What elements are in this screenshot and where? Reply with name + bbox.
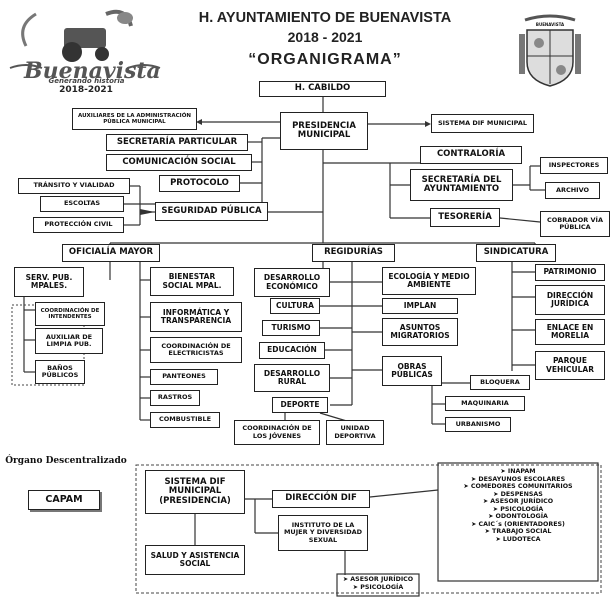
ecologia-box[interactable]: ECOLOGÍA Y MEDIO AMBIENTE bbox=[382, 267, 476, 295]
list-item: ➤ PSICOLOGÍA bbox=[492, 505, 544, 513]
electricistas-box[interactable]: COORDINACIÓN DE ELECTRICISTAS bbox=[150, 337, 242, 363]
dif-municipal-box[interactable]: SISTEMA DIF MUNICIPAL bbox=[431, 114, 534, 133]
list-item: ➤ LUDOTECA bbox=[495, 535, 541, 543]
page-years: 2018 - 2021 bbox=[287, 29, 363, 45]
parque-vehicular-box[interactable]: PARQUE VEHICULAR bbox=[535, 351, 605, 380]
turismo-box[interactable]: TURISMO bbox=[262, 320, 320, 336]
municipal-seal: BUENAVISTA bbox=[515, 12, 585, 97]
bienestar-box[interactable]: BIENESTAR SOCIAL MPAL. bbox=[150, 267, 234, 296]
transito-box[interactable]: TRÁNSITO Y VIALIDAD bbox=[18, 178, 130, 194]
page-title: H. AYUNTAMIENTO DE BUENAVISTA bbox=[198, 10, 452, 26]
cobrador-box[interactable]: COBRADOR VÍA PÚBLICA bbox=[540, 211, 610, 237]
desarrollo-rural-box[interactable]: DESARROLLO RURAL bbox=[254, 364, 330, 392]
list-item: ➤ DESPENSAS bbox=[493, 490, 543, 498]
direccion-dif-box[interactable]: DIRECCIÓN DIF bbox=[272, 490, 370, 508]
dif-services-list: ➤ INAPAM ➤ DESAYUNOS ESCOLARES ➤ COMEDOR… bbox=[442, 468, 594, 543]
salud-box[interactable]: SALUD Y ASISTENCIA SOCIAL bbox=[145, 545, 245, 575]
list-item: ➤ ASESOR JURÍDICO bbox=[342, 576, 414, 583]
logo-years: 2018-2021 bbox=[59, 85, 113, 95]
list-item: ➤ TRABAJO SOCIAL bbox=[484, 528, 552, 536]
list-item: ➤ ODONTOLOGÍA bbox=[488, 513, 548, 521]
buenavista-logo: Buenavista Generando historia 2018-2021 bbox=[6, 6, 164, 96]
organo-label: Órgano Descentralizado bbox=[5, 456, 127, 466]
tesoreria-box[interactable]: TESORERÍA bbox=[430, 208, 500, 227]
logo-slogan: Generando historia bbox=[48, 77, 125, 85]
logo-brand: Buenavista bbox=[24, 58, 161, 84]
deporte-box[interactable]: DEPORTE bbox=[272, 397, 328, 413]
panteones-box[interactable]: PANTEONES bbox=[150, 369, 218, 385]
coord-jovenes-box[interactable]: COORDINACIÓN DE LOS JÓVENES bbox=[234, 420, 320, 445]
informatica-box[interactable]: INFORMÁTICA Y TRANSPARENCIA bbox=[150, 302, 242, 332]
seal-text: BUENAVISTA bbox=[535, 22, 565, 27]
regidurias-box[interactable]: REGIDURÍAS bbox=[312, 244, 395, 262]
mujer-services-list: ➤ ASESOR JURÍDICO ➤ PSICOLOGÍA bbox=[340, 576, 416, 591]
proteccion-civil-box[interactable]: PROTECCIÓN CIVIL bbox=[33, 217, 124, 233]
patrimonio-box[interactable]: PATRIMONIO bbox=[535, 264, 605, 281]
direccion-juridica-box[interactable]: DIRECCIÓN JURÍDICA bbox=[535, 285, 605, 315]
contraloria-box[interactable]: CONTRALORÍA bbox=[420, 146, 522, 164]
shield-icon bbox=[519, 14, 581, 87]
maquinaria-box[interactable]: MAQUINARIA bbox=[445, 396, 525, 411]
list-item: ➤ ASESOR JURÍDICO bbox=[482, 498, 554, 506]
cultura-box[interactable]: CULTURA bbox=[270, 298, 320, 314]
enlace-morelia-box[interactable]: ENLACE EN MORELIA bbox=[535, 319, 605, 345]
instituto-mujer-box[interactable]: INSTITUTO DE LA MUJER Y DIVERSIDAD SEXUA… bbox=[278, 515, 368, 551]
presidencia-box[interactable]: PRESIDENCIA MUNICIPAL bbox=[280, 112, 368, 150]
rastros-box[interactable]: RASTROS bbox=[150, 390, 200, 406]
list-item: ➤ PSICOLOGÍA bbox=[352, 583, 404, 591]
combustible-box[interactable]: COMBUSTIBLE bbox=[150, 412, 220, 428]
capam-box[interactable]: CAPAM bbox=[28, 490, 100, 510]
bloquera-box[interactable]: BLOQUERA bbox=[470, 375, 530, 390]
unidad-deportiva-box[interactable]: UNIDAD DEPORTIVA bbox=[326, 420, 384, 445]
secretaria-ayuntamiento-box[interactable]: SECRETARÍA DEL AYUNTAMIENTO bbox=[410, 169, 513, 201]
desarrollo-economico-box[interactable]: DESARROLLO ECONÓMICO bbox=[254, 268, 330, 297]
archivo-box[interactable]: ARCHIVO bbox=[545, 182, 600, 199]
inspectores-box[interactable]: INSPECTORES bbox=[540, 157, 608, 174]
serv-pub-box[interactable]: SERV. PUB. MPALES. bbox=[14, 267, 84, 297]
auxiliar-limpia-box[interactable]: AUXILIAR DE LIMPIA PUB. bbox=[35, 328, 103, 354]
banos-box[interactable]: BAÑOS PÚBLICOS bbox=[35, 360, 85, 384]
coord-intendentes-box[interactable]: COORDINACIÓN DE INTENDENTES bbox=[35, 302, 105, 326]
obras-publicas-box[interactable]: OBRAS PÚBLICAS bbox=[382, 356, 442, 386]
secretaria-particular-box[interactable]: SECRETARÍA PARTICULAR bbox=[106, 134, 248, 151]
list-item: ➤ COMEDORES COMUNITARIOS bbox=[463, 483, 573, 491]
auxiliares-box[interactable]: AUXILIARES DE LA ADMINISTRACIÓN PÚBLICA … bbox=[72, 108, 197, 130]
protocolo-box[interactable]: PROTOCOLO bbox=[159, 175, 240, 192]
comunicacion-box[interactable]: COMUNICACIÓN SOCIAL bbox=[106, 154, 252, 171]
list-item: ➤ CAIC´s (ORIENTADORES) bbox=[471, 520, 565, 528]
tractor-icon bbox=[9, 9, 161, 69]
list-item: ➤ DESAYUNOS ESCOLARES bbox=[470, 475, 566, 483]
implan-box[interactable]: IMPLAN bbox=[382, 298, 458, 314]
escoltas-box[interactable]: ESCOLTAS bbox=[40, 196, 124, 212]
educacion-box[interactable]: EDUCACIÓN bbox=[259, 342, 325, 359]
asuntos-migratorios-box[interactable]: ASUNTOS MIGRATORIOS bbox=[382, 318, 458, 346]
oficialia-box[interactable]: OFICIALÍA MAYOR bbox=[62, 244, 160, 262]
urbanismo-box[interactable]: URBANISMO bbox=[445, 417, 511, 432]
dif-presidencia-box[interactable]: SISTEMA DIF MUNICIPAL (PRESIDENCIA) bbox=[145, 470, 245, 514]
seguridad-box[interactable]: SEGURIDAD PÚBLICA bbox=[155, 202, 268, 221]
cabildo-box[interactable]: H. CABILDO bbox=[259, 81, 386, 97]
sindicatura-box[interactable]: SINDICATURA bbox=[476, 244, 556, 262]
list-item: ➤ INAPAM bbox=[500, 468, 536, 475]
page-subtitle: “ORGANIGRAMA” bbox=[248, 51, 402, 68]
